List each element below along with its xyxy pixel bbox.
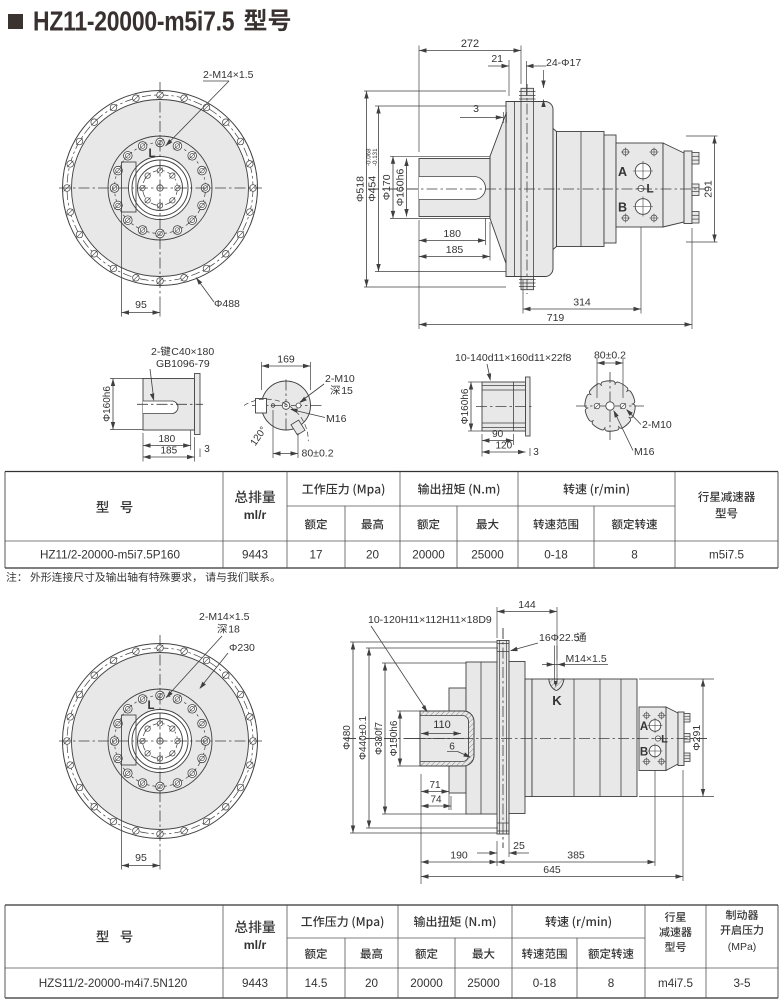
svg-text:3: 3 <box>473 103 479 115</box>
svg-text:110: 110 <box>433 719 451 731</box>
svg-text:L: L <box>148 148 155 160</box>
svg-text:m4i7.5: m4i7.5 <box>658 977 694 990</box>
svg-text:95: 95 <box>135 852 147 864</box>
svg-text:9443: 9443 <box>242 977 268 990</box>
svg-text:8: 8 <box>631 549 638 562</box>
svg-text:74: 74 <box>430 795 442 806</box>
svg-text:169: 169 <box>277 354 295 366</box>
svg-text:Φ170: Φ170 <box>381 174 393 200</box>
svg-text:25: 25 <box>513 840 525 852</box>
svg-text:314: 314 <box>573 297 591 309</box>
svg-text:6: 6 <box>449 742 455 753</box>
svg-text:2-M14×1.5: 2-M14×1.5 <box>199 611 250 623</box>
svg-text:HZ11-20000-m5i7.5: HZ11-20000-m5i7.5 <box>33 6 234 37</box>
svg-text:2-M10: 2-M10 <box>642 419 672 431</box>
svg-text:90: 90 <box>492 429 504 440</box>
svg-text:120°: 120° <box>249 425 270 448</box>
svg-text:Φ160h6: Φ160h6 <box>460 388 471 424</box>
svg-text:20000: 20000 <box>410 977 443 990</box>
svg-text:Φ230: Φ230 <box>229 642 255 654</box>
svg-text:80±0.2: 80±0.2 <box>302 448 334 460</box>
svg-text:Φ480: Φ480 <box>342 725 353 750</box>
svg-text:20000: 20000 <box>412 549 445 562</box>
svg-text:2-M14×1.5: 2-M14×1.5 <box>203 69 254 81</box>
svg-text:272: 272 <box>461 38 479 50</box>
svg-text:Φ488: Φ488 <box>214 298 240 310</box>
svg-text:M16: M16 <box>634 446 655 458</box>
svg-text:ml/r: ml/r <box>244 508 267 522</box>
svg-text:M16: M16 <box>326 413 347 425</box>
svg-text:190: 190 <box>450 850 468 862</box>
svg-text:L: L <box>646 182 653 196</box>
svg-text:HZ11/2-20000-m5i7.5P160: HZ11/2-20000-m5i7.5P160 <box>40 549 181 562</box>
svg-text:15: 15 <box>341 385 353 397</box>
svg-text:185: 185 <box>160 446 177 457</box>
svg-text:20: 20 <box>365 977 379 990</box>
svg-text:A: A <box>640 721 648 733</box>
svg-text:2-M10: 2-M10 <box>325 373 355 385</box>
svg-text:ml/r: ml/r <box>244 938 267 952</box>
svg-text:Φ291: Φ291 <box>691 725 703 751</box>
svg-text:GB1096-79: GB1096-79 <box>156 358 210 370</box>
svg-text:185: 185 <box>446 244 464 256</box>
svg-text:m5i7.5: m5i7.5 <box>709 549 745 562</box>
svg-text:180: 180 <box>158 434 175 445</box>
svg-text:-0.131: -0.131 <box>372 148 379 166</box>
svg-text:80±0.2: 80±0.2 <box>594 350 626 362</box>
svg-text:9443: 9443 <box>242 549 268 562</box>
svg-text:L: L <box>147 700 154 712</box>
svg-text:HZS11/2-20000-m4i7.5N120: HZS11/2-20000-m4i7.5N120 <box>39 977 188 990</box>
svg-text:3: 3 <box>533 447 539 458</box>
svg-text:645: 645 <box>543 864 561 876</box>
svg-text:18: 18 <box>228 624 240 636</box>
svg-text:M14×1.5: M14×1.5 <box>566 653 607 665</box>
svg-text:L: L <box>661 734 668 746</box>
svg-text:24-Φ17: 24-Φ17 <box>546 57 581 69</box>
svg-text:Φ160h6: Φ160h6 <box>395 169 407 207</box>
svg-text:K: K <box>552 693 562 708</box>
svg-text:C40×180: C40×180 <box>171 346 214 358</box>
svg-text:95: 95 <box>135 299 147 311</box>
svg-text:B: B <box>640 747 648 759</box>
svg-text:0-18: 0-18 <box>544 549 567 562</box>
svg-text:180: 180 <box>443 228 461 240</box>
svg-text:Φ518: Φ518 <box>355 176 367 202</box>
svg-text:-0.068: -0.068 <box>366 148 373 166</box>
svg-text:2-: 2- <box>151 346 161 358</box>
svg-text:719: 719 <box>547 312 565 324</box>
svg-text:16Φ22.5: 16Φ22.5 <box>539 632 580 644</box>
svg-text:144: 144 <box>518 599 536 611</box>
svg-text:8: 8 <box>608 977 615 990</box>
svg-text:120: 120 <box>495 441 512 452</box>
svg-text:291: 291 <box>703 180 715 198</box>
svg-text:14.5: 14.5 <box>305 977 328 990</box>
svg-text:385: 385 <box>567 850 585 862</box>
svg-text:10-120H11×112H11×18D9: 10-120H11×112H11×18D9 <box>368 614 492 626</box>
svg-text:20: 20 <box>366 549 380 562</box>
svg-text:(MPa): (MPa) <box>728 941 757 953</box>
svg-text:10-140d11×160d11×22f8: 10-140d11×160d11×22f8 <box>455 352 572 364</box>
svg-text:3-5: 3-5 <box>734 977 751 990</box>
svg-text:0-18: 0-18 <box>533 977 556 990</box>
svg-text:A: A <box>618 165 627 179</box>
svg-text:25000: 25000 <box>467 977 500 990</box>
svg-text:Φ160h6: Φ160h6 <box>102 386 113 422</box>
svg-text:25000: 25000 <box>471 549 504 562</box>
svg-text:B: B <box>618 201 627 215</box>
svg-text:17: 17 <box>309 549 322 562</box>
svg-text:Φ440±0.1: Φ440±0.1 <box>358 716 369 760</box>
svg-text:3: 3 <box>204 444 210 455</box>
svg-text:71: 71 <box>429 780 441 791</box>
svg-text:21: 21 <box>491 53 503 65</box>
